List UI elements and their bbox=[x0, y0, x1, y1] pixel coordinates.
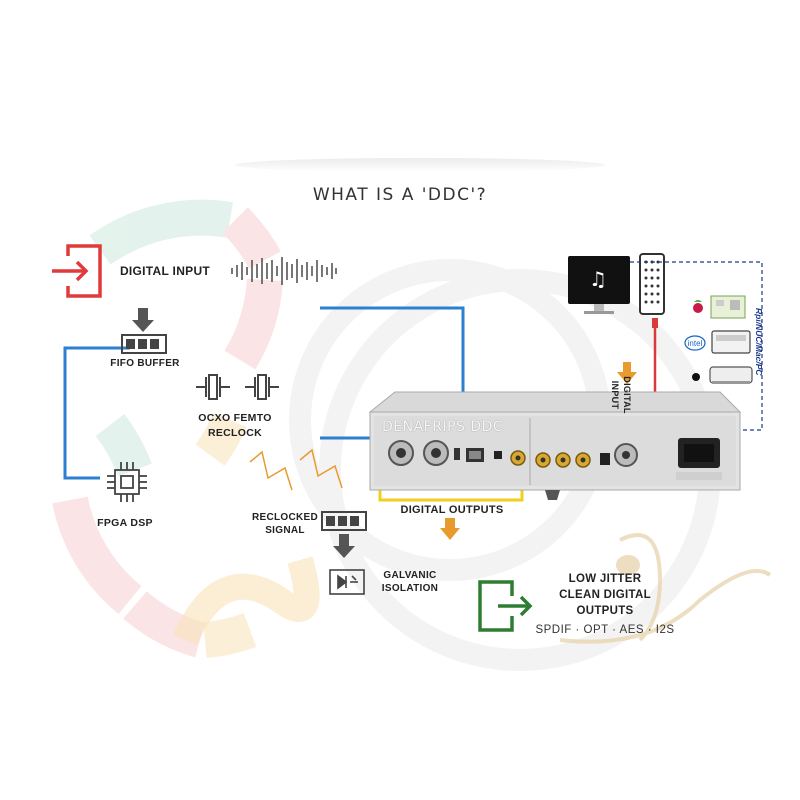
reclocked-label-line1: RECLOCKED bbox=[251, 512, 319, 523]
digital-input-icon bbox=[52, 244, 102, 298]
svg-text:intel: intel bbox=[688, 339, 703, 348]
galvanic-label-line2: ISOLATION bbox=[381, 583, 439, 594]
ocxo-crystal-icon bbox=[196, 374, 279, 400]
ddc-device bbox=[368, 391, 742, 500]
digital-input-vertical-2: INPUT bbox=[610, 380, 620, 410]
svg-text:♫: ♫ bbox=[589, 267, 607, 291]
digital-outputs-label: DIGITAL OUTPUTS bbox=[400, 504, 504, 516]
orange-down-arrow-right bbox=[617, 362, 637, 384]
galvanic-isolation-icon bbox=[329, 569, 365, 595]
blue-flow-lines bbox=[63, 306, 465, 480]
reclocked-label-line2: SIGNAL bbox=[265, 525, 305, 536]
mac-mini-icon bbox=[692, 366, 753, 384]
result-line1: LOW JITTER bbox=[568, 573, 642, 585]
digital-input-label: DIGITAL INPUT bbox=[119, 264, 211, 278]
page-title: WHAT IS A 'DDC'? bbox=[312, 185, 488, 205]
fifo-buffer-icon bbox=[121, 308, 167, 354]
result-formats: SPDIF · OPT · AES · I2S bbox=[535, 624, 675, 636]
orange-down-arrow-left bbox=[440, 518, 460, 540]
computer-monitor-icon: ♫ bbox=[568, 256, 630, 314]
sound-wave-icon bbox=[231, 257, 337, 285]
title-shadow bbox=[235, 158, 605, 172]
result-line2: CLEAN DIGITAL bbox=[559, 589, 651, 601]
result-line3: OUTPUTS bbox=[576, 605, 634, 617]
zigzag-arrows bbox=[249, 448, 343, 491]
galvanic-label-line1: GALVANIC bbox=[383, 570, 437, 581]
sbc-board-icon bbox=[710, 295, 746, 319]
sources-bracket bbox=[630, 261, 763, 431]
flow-ring bbox=[52, 199, 283, 658]
fifo-buffer-label: FIFO BUFFER bbox=[110, 358, 180, 369]
music-note-watermark bbox=[559, 533, 772, 644]
ocxo-label-line2: RECLOCK bbox=[207, 427, 262, 439]
clean-output-icon bbox=[478, 580, 533, 632]
mac-pro-icon bbox=[639, 253, 665, 315]
bg-wave-arrow bbox=[173, 556, 320, 646]
sources-vertical-label: Rpi/NUC/Mac/PC bbox=[754, 308, 764, 376]
raspberry-pi-icon bbox=[693, 300, 703, 313]
fpga-chip-icon bbox=[107, 462, 147, 502]
digital-input-vertical-1: DIGITAL bbox=[622, 376, 632, 414]
reclocked-signal-icon bbox=[321, 511, 367, 558]
ocxo-label-line1: OCXO FEMTO bbox=[198, 412, 272, 424]
device-brand: DENAFRIPS DDC bbox=[382, 419, 504, 435]
intel-nuc-icon: intel bbox=[684, 330, 751, 354]
fpga-dsp-label: FPGA DSP bbox=[97, 517, 153, 529]
